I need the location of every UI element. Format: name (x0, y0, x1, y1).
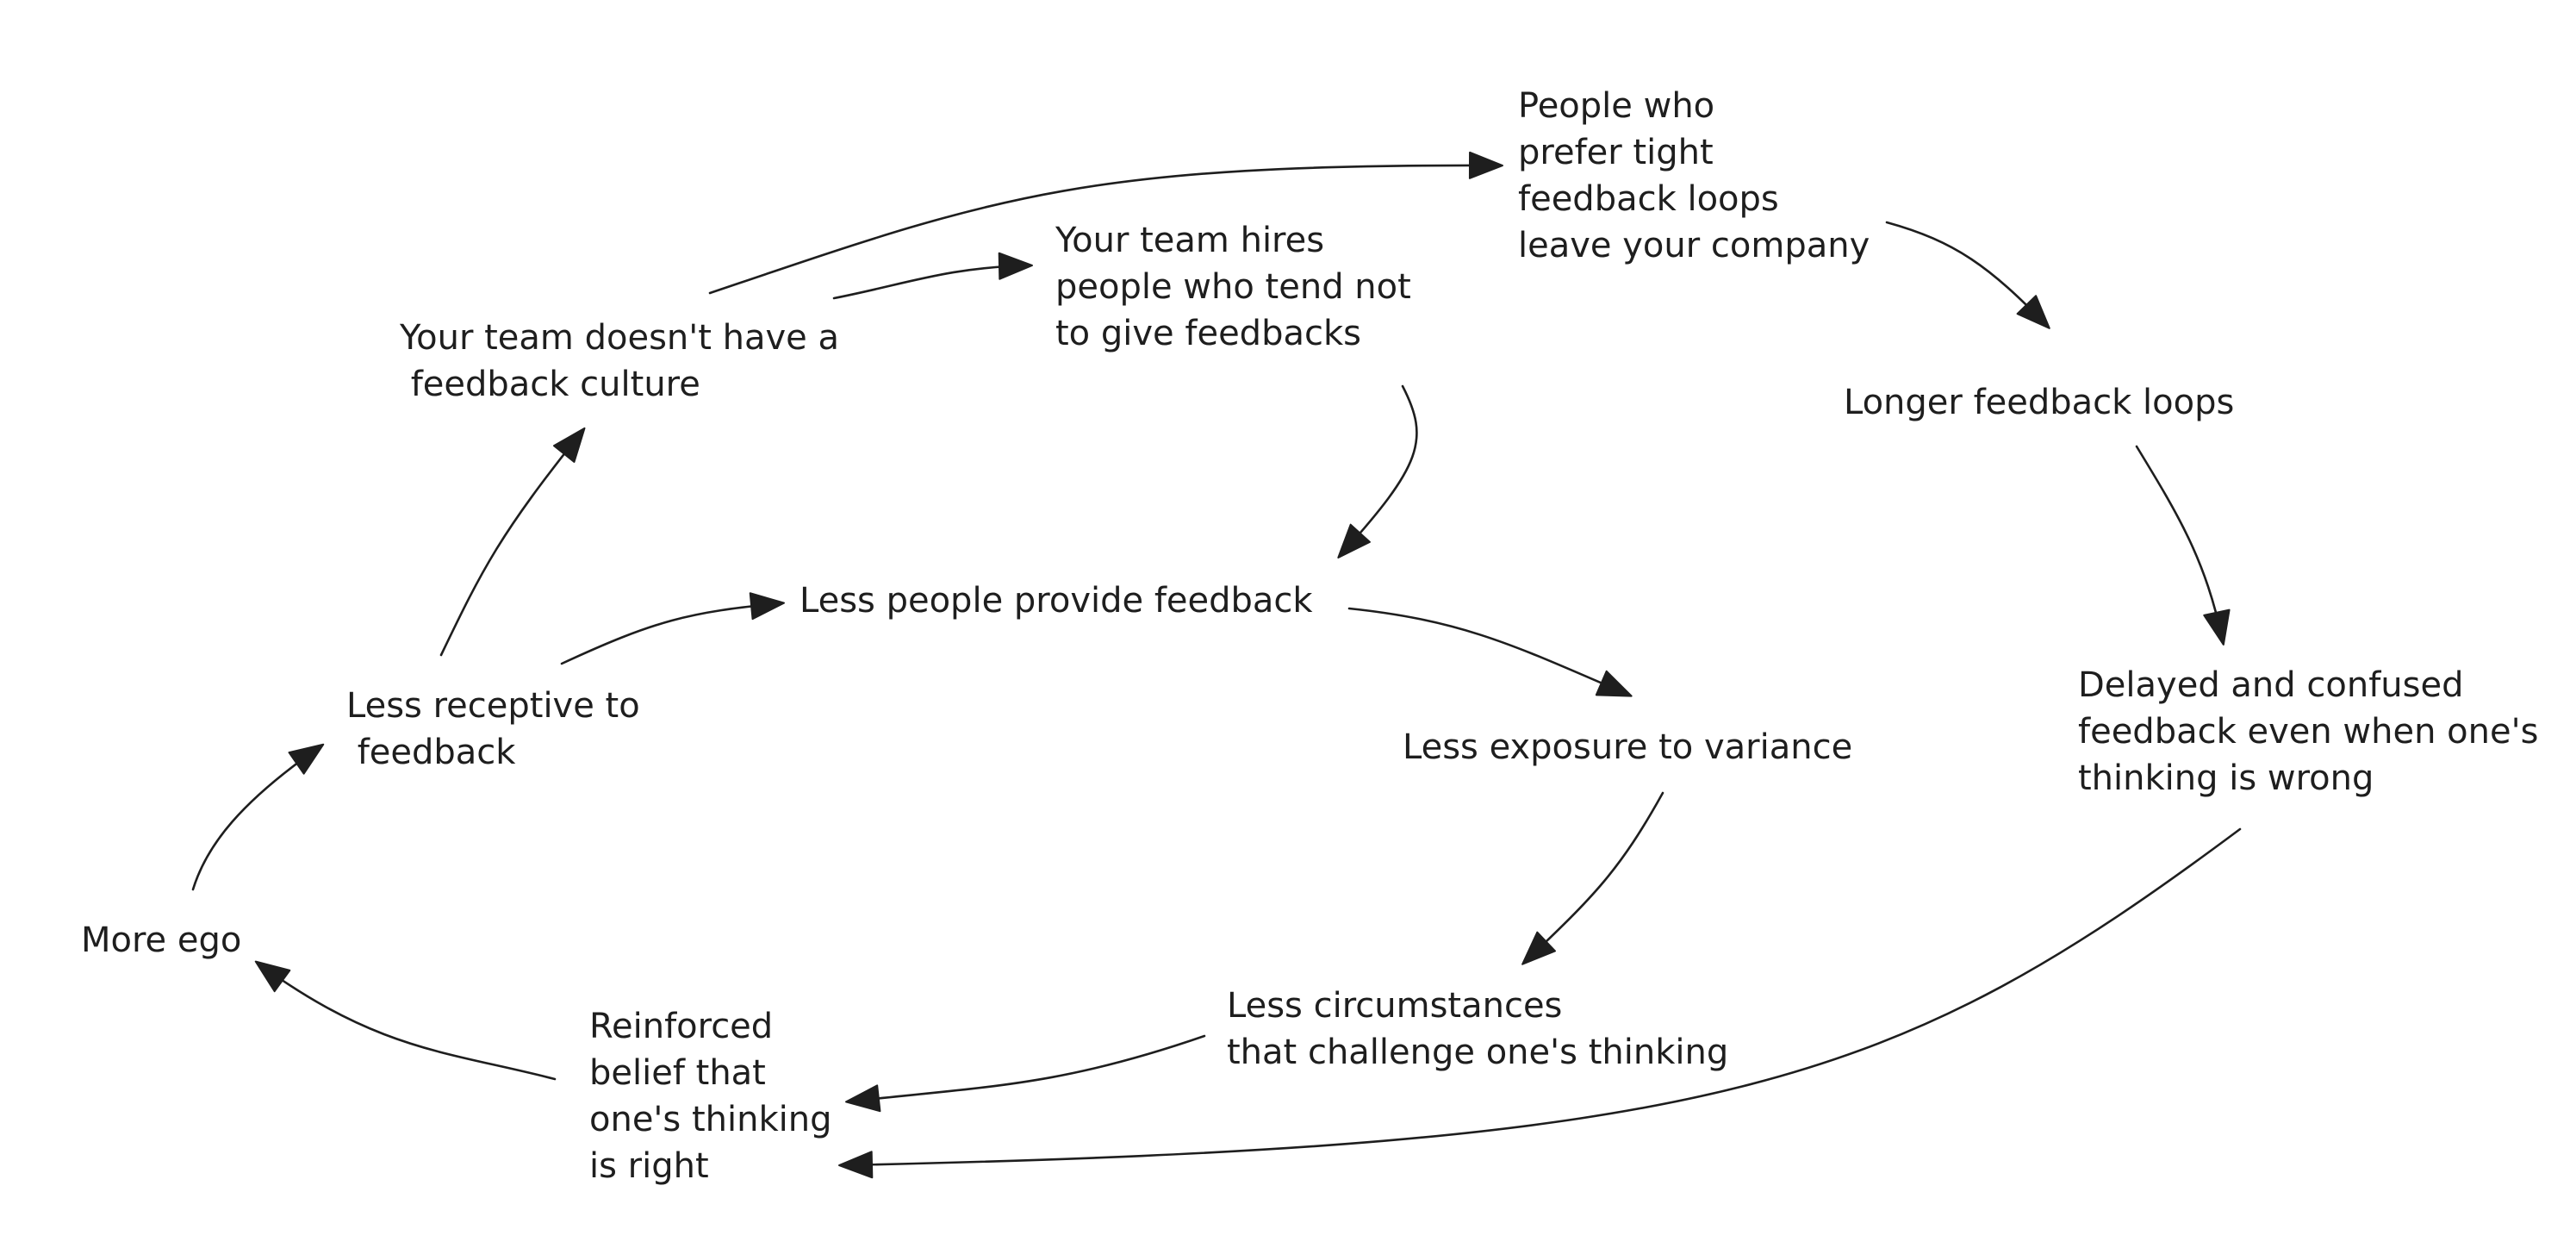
edge-longer-loops-to-delayed (2135, 445, 2231, 646)
edge-less-receptive-to-feedback-culture (439, 427, 586, 657)
node-reinforced-line: Reinforced (589, 1007, 773, 1046)
node-circumstances: Less circumstances that challenge one's t… (1227, 986, 1728, 1072)
node-delayed-line: Delayed and confused (2078, 665, 2463, 705)
node-exposure: Less exposure to variance (1403, 727, 1852, 767)
edge-less-people-to-exposure (1347, 607, 1633, 697)
node-exposure-line: Less exposure to variance (1403, 727, 1852, 767)
node-circumstances-line: Less circumstances (1227, 986, 1562, 1026)
edge-circumstances-to-reinforced (845, 1034, 1206, 1113)
node-reinforced-line: one's thinking (589, 1100, 832, 1139)
edge-line (1523, 791, 1664, 964)
arrowhead-icon (998, 252, 1033, 280)
edge-line (2135, 445, 2224, 643)
edge-line (257, 962, 557, 1081)
edge-line (848, 1034, 1206, 1103)
node-less-receptive: Less receptive to feedback (346, 686, 640, 772)
node-hires: Your team hires people who tend not to giv… (1055, 221, 1411, 353)
arrowhead-icon (1468, 151, 1503, 179)
node-hires-line: to give feedbacks (1055, 314, 1361, 353)
node-reinforced-line: is right (589, 1146, 709, 1186)
node-reinforced-line: belief that (589, 1053, 766, 1093)
edges-layer (191, 151, 2242, 1179)
nodes-layer: Your team doesn't have a feedback cultur… (81, 86, 2538, 1186)
node-delayed: Delayed and confused feedback even when o… (2078, 665, 2538, 798)
edge-people-leave-to-longer-loops (1885, 221, 2050, 329)
node-people-leave-line: leave your company (1518, 226, 1870, 265)
node-circumstances-line: that challenge one's thinking (1227, 1033, 1728, 1072)
node-hires-line: Your team hires (1055, 221, 1324, 260)
node-less-receptive-line: feedback (346, 733, 516, 772)
arrowhead-icon (254, 960, 291, 993)
edge-line (1347, 607, 1630, 696)
arrowhead-icon (838, 1151, 874, 1179)
arrowhead-icon (2203, 608, 2231, 646)
node-less-people-line: Less people provide feedback (800, 581, 1313, 621)
edge-line (560, 602, 782, 665)
node-longer-loops-line: Longer feedback loops (1844, 383, 2234, 422)
arrowhead-icon (553, 427, 586, 463)
node-people-leave-line: People who (1518, 86, 1714, 126)
node-more-ego: More ego (81, 920, 241, 960)
node-feedback-culture: Your team doesn't have a feedback cultur… (399, 318, 839, 404)
arrowhead-icon (1595, 670, 1633, 697)
edge-line (439, 429, 584, 657)
node-hires-line: people who tend not (1055, 267, 1411, 307)
edge-hires-to-less-people (1337, 384, 1418, 558)
node-feedback-culture-line: feedback culture (400, 365, 700, 404)
arrowhead-icon (288, 743, 325, 775)
edge-reinforced-to-more-ego (254, 960, 557, 1081)
arrowhead-icon (1337, 523, 1371, 558)
edge-more-ego-to-less-receptive (191, 743, 325, 891)
arrowhead-icon (749, 592, 785, 621)
node-less-receptive-line: Less receptive to (346, 686, 640, 726)
edge-line (1339, 384, 1418, 557)
node-people-leave-line: prefer tight (1518, 133, 1714, 172)
node-longer-loops: Longer feedback loops (1844, 383, 2234, 422)
node-delayed-line: feedback even when one's (2078, 712, 2538, 752)
node-people-leave: People who prefer tight feedback loops leav… (1518, 86, 1870, 265)
edge-feedback-culture-to-hires (832, 252, 1033, 300)
edge-line (191, 745, 322, 891)
node-reinforced: Reinforced belief that one's thinking is ri… (589, 1007, 832, 1186)
edge-delayed-to-reinforced (838, 827, 2242, 1179)
arrowhead-icon (1521, 931, 1556, 965)
node-people-leave-line: feedback loops (1518, 179, 1779, 219)
arrowhead-icon (845, 1084, 881, 1113)
node-less-people: Less people provide feedback (800, 581, 1313, 621)
node-more-ego-line: More ego (81, 920, 241, 960)
edge-less-receptive-to-less-people (560, 592, 785, 665)
edge-line (708, 164, 1501, 295)
node-feedback-culture-line: Your team doesn't have a (399, 318, 839, 358)
edge-feedback-culture-to-people-leave (708, 151, 1503, 295)
edge-line (841, 827, 2242, 1167)
arrowhead-icon (2016, 295, 2050, 329)
node-delayed-line: thinking is wrong (2078, 758, 2374, 798)
edge-exposure-to-circumstances (1521, 791, 1664, 965)
